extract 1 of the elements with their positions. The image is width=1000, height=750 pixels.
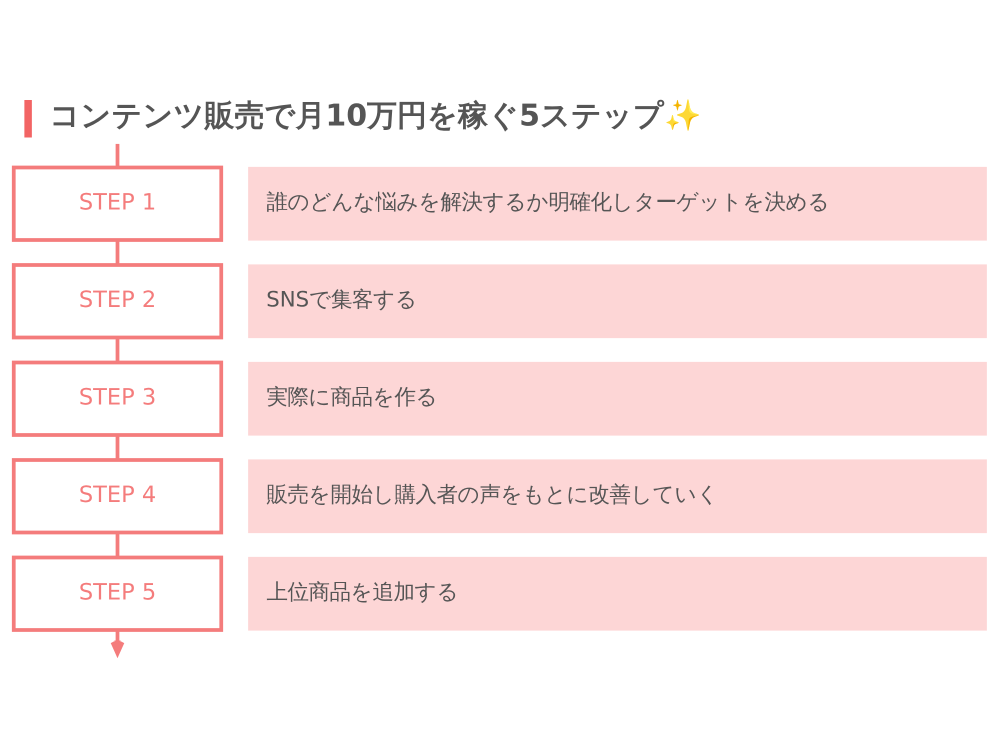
diagram-title: コンテンツ販売で月10万円を稼ぐ5ステップ✨ bbox=[49, 98, 701, 134]
